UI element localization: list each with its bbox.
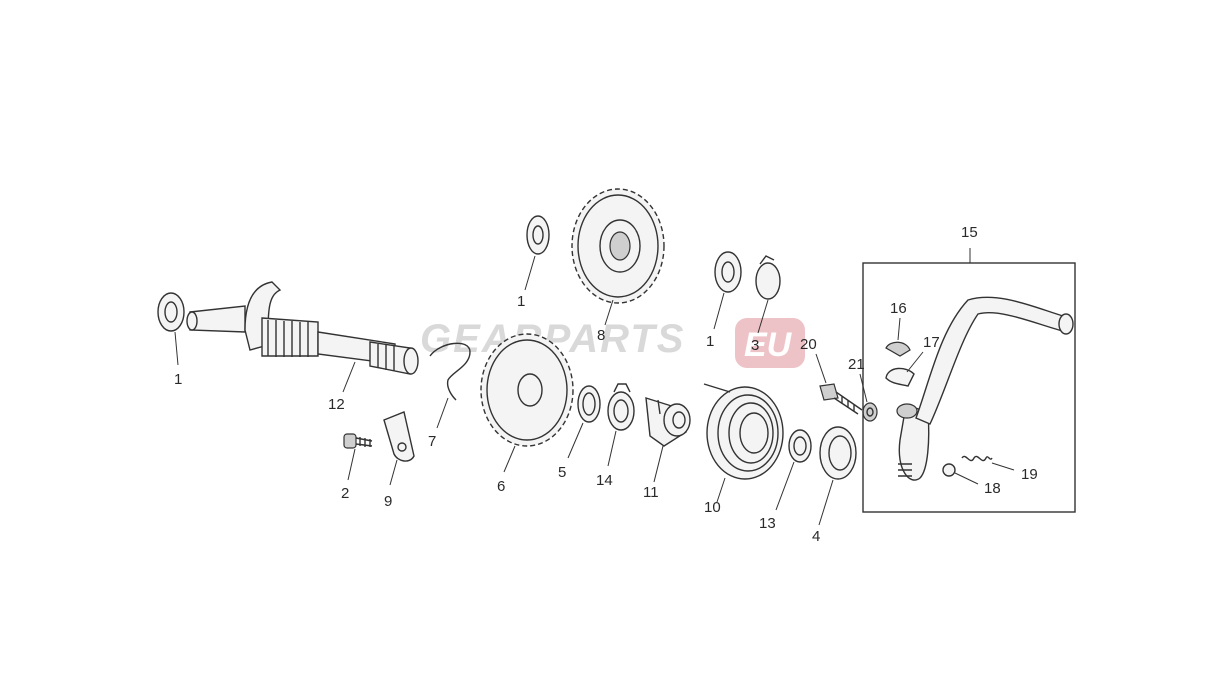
part-circlip-3 <box>755 255 781 334</box>
label-part-10: 10 <box>704 499 721 516</box>
part-washer-1c <box>713 251 742 330</box>
label-part-17: 17 <box>923 334 940 351</box>
part-screw-2 <box>343 433 373 481</box>
label-part-14: 14 <box>596 472 613 489</box>
label-part-2: 2 <box>341 485 349 502</box>
part-gear-6 <box>480 333 574 473</box>
label-part-7: 7 <box>428 433 436 450</box>
part-pad-17 <box>885 351 924 387</box>
label-part-13: 13 <box>759 515 776 532</box>
label-part-9: 9 <box>384 493 392 510</box>
label-part-15: 15 <box>961 224 978 241</box>
label-part-1c: 1 <box>706 333 714 350</box>
label-part-1b: 1 <box>517 293 525 310</box>
part-number-labels: 1 12 2 9 7 1 8 6 5 14 11 1 3 10 13 4 20 … <box>174 224 1038 545</box>
label-part-20: 20 <box>800 336 817 353</box>
part-washer-5 <box>567 385 601 459</box>
part-spring-19 <box>961 455 1015 471</box>
label-part-3: 3 <box>751 337 759 354</box>
watermark: GEARPARTS EU <box>420 317 805 368</box>
part-washer-13 <box>775 429 812 511</box>
label-part-16: 16 <box>890 300 907 317</box>
label-part-4: 4 <box>812 528 820 545</box>
label-part-21: 21 <box>848 356 865 373</box>
label-part-5: 5 <box>558 464 566 481</box>
part-gear-8 <box>571 188 665 326</box>
label-part-6: 6 <box>497 478 505 495</box>
watermark-badge <box>735 318 805 368</box>
label-part-18: 18 <box>984 480 1001 497</box>
part-washer-21 <box>859 373 878 422</box>
part-clip-16 <box>885 317 911 357</box>
label-part-19: 19 <box>1021 466 1038 483</box>
label-part-12: 12 <box>328 396 345 413</box>
part-coil-spring-10 <box>703 383 784 503</box>
watermark-badge-text: EU <box>744 326 793 364</box>
part-circlip-14 <box>607 383 635 467</box>
part-oil-seal-4 <box>818 426 857 526</box>
label-part-11: 11 <box>643 484 659 501</box>
label-part-1a: 1 <box>174 371 182 388</box>
part-bushing-11 <box>645 397 691 483</box>
label-part-8: 8 <box>597 327 605 344</box>
part-washer-1a <box>157 292 185 366</box>
part-ball-18 <box>942 463 979 485</box>
part-pawl-9 <box>383 411 415 486</box>
part-kick-lever-15 <box>862 248 1076 513</box>
part-spring-clip-7 <box>429 342 471 429</box>
part-bolt-20 <box>815 353 863 415</box>
part-washer-1b <box>524 215 550 291</box>
part-kickstart-shaft <box>186 281 419 393</box>
